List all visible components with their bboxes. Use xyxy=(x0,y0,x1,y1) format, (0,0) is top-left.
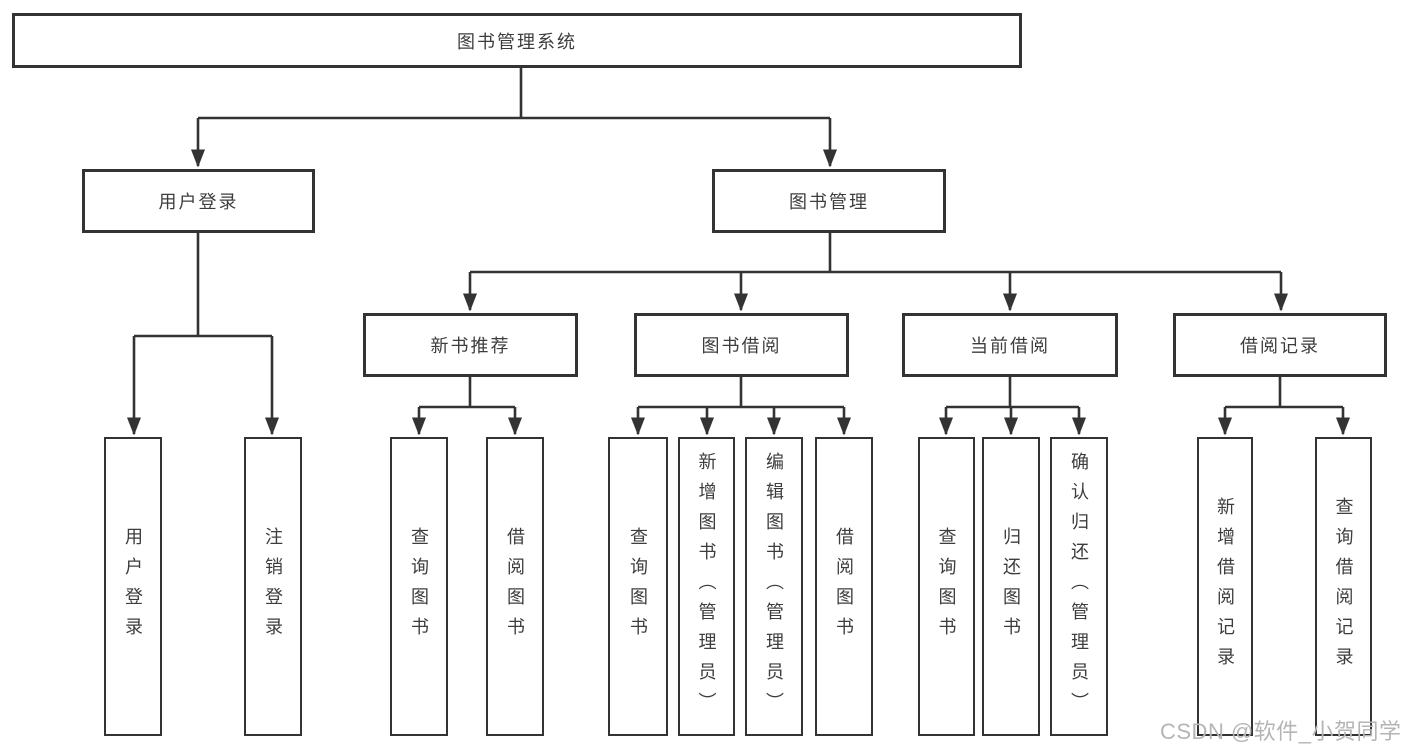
leaf-user-login: 用户登录 xyxy=(104,437,162,736)
node-book-management: 图书管理 xyxy=(712,169,946,233)
node-library-management-system: 图书管理系统 xyxy=(12,13,1022,68)
leaf-records-add-record: 新增借阅记录 xyxy=(1197,437,1253,736)
csdn-watermark: CSDN @软件_小贺同学 xyxy=(1160,719,1402,744)
leaf-records-query-record: 查询借阅记录 xyxy=(1315,437,1372,736)
node-user-login: 用户登录 xyxy=(82,169,315,233)
leaf-current-query-books: 查询图书 xyxy=(918,437,975,736)
leaf-recommend-borrow-books: 借阅图书 xyxy=(486,437,544,736)
node-book-borrowing: 图书借阅 xyxy=(634,313,849,377)
leaf-recommend-query-books: 查询图书 xyxy=(390,437,448,736)
leaf-borrowing-query-books: 查询图书 xyxy=(608,437,668,736)
leaf-current-return-books: 归还图书 xyxy=(982,437,1040,736)
leaf-borrowing-add-books-admin: 新增图书（管理员） xyxy=(678,437,735,736)
leaf-current-confirm-return-admin: 确认归还（管理员） xyxy=(1050,437,1108,736)
leaf-borrowing-borrow-books: 借阅图书 xyxy=(815,437,873,736)
node-new-book-recommend: 新书推荐 xyxy=(363,313,578,377)
node-current-borrowing: 当前借阅 xyxy=(902,313,1118,377)
leaf-logout: 注销登录 xyxy=(244,437,302,736)
node-borrowing-records: 借阅记录 xyxy=(1173,313,1387,377)
leaf-borrowing-edit-books-admin: 编辑图书（管理员） xyxy=(745,437,803,736)
